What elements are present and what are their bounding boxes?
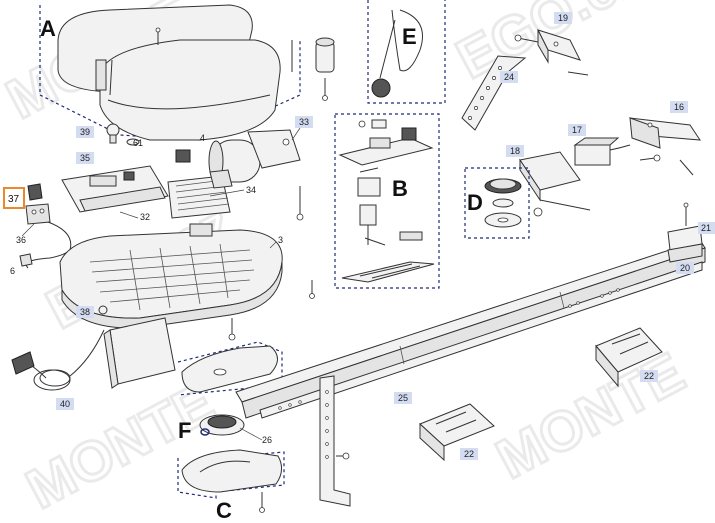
rail-25: 25 <box>235 239 706 419</box>
part-number-37: 37 <box>8 194 20 205</box>
group-label-e: E <box>402 24 417 49</box>
motor-33: 33 <box>208 116 313 183</box>
power-cable-40: 40 <box>11 329 105 410</box>
group-label-d: D <box>467 190 483 215</box>
cover-group-a: A 4 <box>39 4 335 143</box>
part-number-19: 19 <box>558 13 568 23</box>
arm-24: 24 <box>461 55 527 131</box>
part-number-22-left: 22 <box>464 449 474 459</box>
end-bracket-21: 21 20 <box>667 202 715 274</box>
release-cable-group-e: E <box>367 0 446 104</box>
leader-lines <box>21 189 277 249</box>
bulb-39: 39 61 <box>76 123 191 163</box>
bracket-17: 17 <box>568 124 631 166</box>
group-d-outline <box>464 167 530 239</box>
bottom-plate-group-c: C <box>177 449 285 523</box>
control-board-group-b: B <box>334 113 440 289</box>
part-number-3: 3 <box>278 235 283 245</box>
part-number-20: 20 <box>680 263 690 273</box>
part-number-36: 36 <box>16 235 26 245</box>
bracket-19: 19 <box>514 12 589 76</box>
group-label-b: B <box>392 176 408 201</box>
part-number-6: 6 <box>10 266 15 276</box>
watermark-text-5: MONTE <box>16 370 224 521</box>
part-number-24: 24 <box>504 72 514 82</box>
cover-clip <box>95 59 107 91</box>
battery-38: 38 <box>76 305 176 389</box>
power-plug <box>11 351 35 375</box>
battery-body <box>109 317 176 385</box>
part-number-33: 33 <box>299 117 309 127</box>
part-number-61: 61 <box>133 138 143 148</box>
transformer-34: 34 <box>167 169 304 221</box>
plate-18: 18 <box>506 145 591 217</box>
part-number-4: 4 <box>200 133 205 143</box>
board-b-rail <box>341 261 435 283</box>
group-a-outline <box>39 5 301 141</box>
channel-bracket-22-right: 22 <box>595 327 663 388</box>
door-bracket <box>319 375 351 507</box>
group-label-f: F <box>178 418 191 443</box>
base-3: 3 <box>59 223 315 341</box>
drive-sprocket <box>207 415 237 429</box>
part-number-17: 17 <box>572 125 582 135</box>
watermark-text-4: MONTE <box>486 340 694 491</box>
part-number-22-right: 22 <box>644 371 654 381</box>
part-number-35: 35 <box>80 153 90 163</box>
arm-24-body <box>461 55 527 131</box>
part-number-25: 25 <box>398 393 408 403</box>
part-number-34: 34 <box>246 185 256 195</box>
terminal-37: 37 36 6 <box>3 183 72 276</box>
part-number-38: 38 <box>80 307 90 317</box>
cover-housing <box>99 39 281 141</box>
part-number-39: 39 <box>80 127 90 137</box>
gear-group-d: D <box>464 167 530 239</box>
bottom-plate <box>181 449 282 493</box>
group-label-c: C <box>216 498 232 523</box>
release-cable <box>391 9 423 72</box>
drive-group-f: F 26 <box>178 414 272 445</box>
channel-bracket-22-left: 22 <box>419 403 495 462</box>
part-37-highlight <box>3 187 25 209</box>
main-board-35: 35 32 <box>61 152 169 222</box>
part-number-18: 18 <box>510 146 520 156</box>
part-number-26: 26 <box>262 435 272 445</box>
part-number-40: 40 <box>60 399 70 409</box>
group-label-a: A <box>40 16 56 41</box>
release-knob <box>371 78 391 98</box>
part-number-32: 32 <box>140 212 150 222</box>
group-b-outline <box>334 113 440 289</box>
part-number-16: 16 <box>674 102 684 112</box>
bracket-16: 16 <box>629 101 701 176</box>
part-number-21: 21 <box>701 223 711 233</box>
